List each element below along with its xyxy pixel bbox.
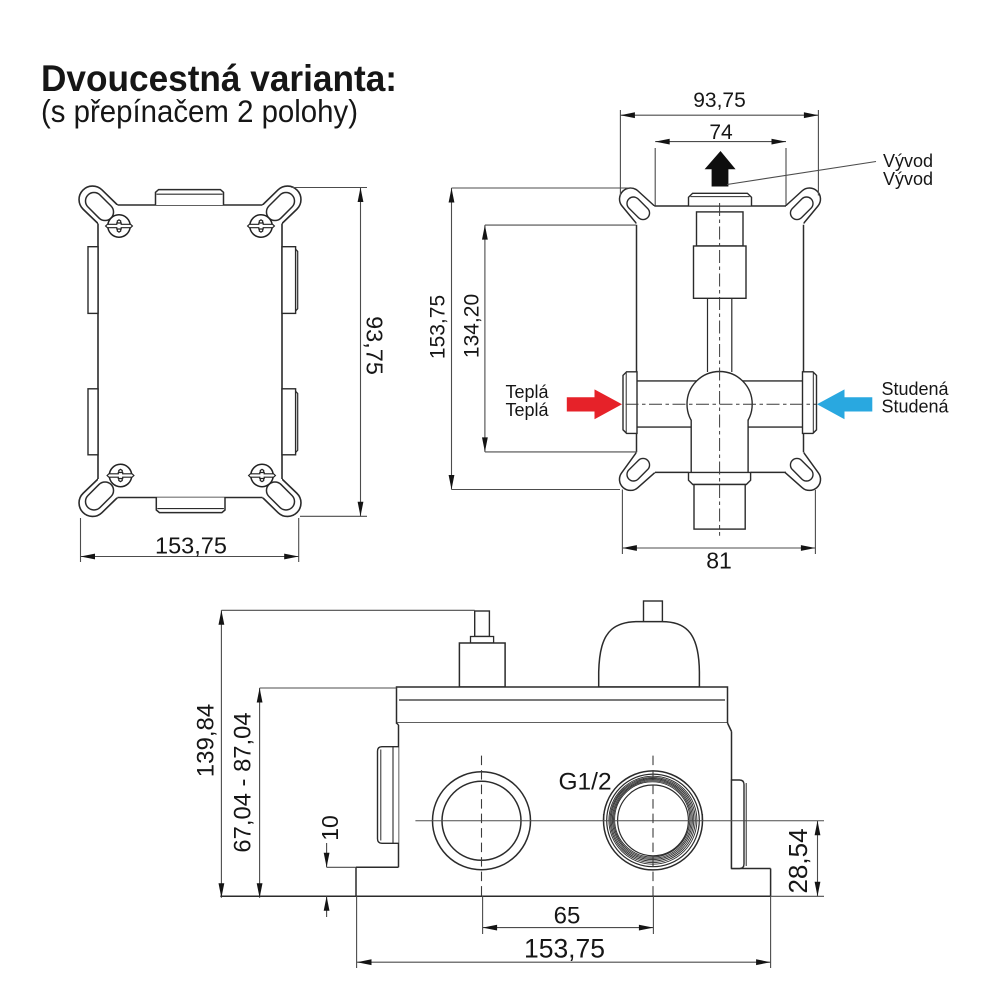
svg-text:Vývod: Vývod: [883, 151, 933, 171]
svg-text:Studená: Studená: [882, 379, 950, 399]
svg-text:G1/2: G1/2: [559, 769, 612, 796]
svg-text:153,75: 153,75: [427, 295, 450, 359]
svg-text:Studená: Studená: [882, 397, 950, 417]
svg-text:93,75: 93,75: [693, 89, 746, 112]
svg-text:Teplá: Teplá: [505, 400, 549, 420]
svg-text:Teplá: Teplá: [505, 382, 549, 402]
svg-text:28,54: 28,54: [783, 828, 813, 893]
svg-text:(s přepínačem 2 polohy): (s přepínačem 2 polohy): [41, 93, 358, 129]
svg-text:153,75: 153,75: [155, 533, 227, 559]
svg-text:93,75: 93,75: [362, 316, 388, 375]
svg-text:67,04 - 87,04: 67,04 - 87,04: [230, 712, 257, 852]
svg-text:81: 81: [706, 548, 732, 574]
svg-text:Dvoucestná varianta:: Dvoucestná varianta:: [41, 58, 397, 99]
svg-text:139,84: 139,84: [193, 704, 220, 777]
svg-text:65: 65: [554, 902, 581, 929]
svg-text:134,20: 134,20: [461, 294, 484, 358]
svg-text:74: 74: [709, 121, 733, 144]
svg-text:153,75: 153,75: [524, 934, 605, 964]
svg-text:10: 10: [317, 815, 343, 841]
svg-text:Vývod: Vývod: [883, 169, 933, 189]
